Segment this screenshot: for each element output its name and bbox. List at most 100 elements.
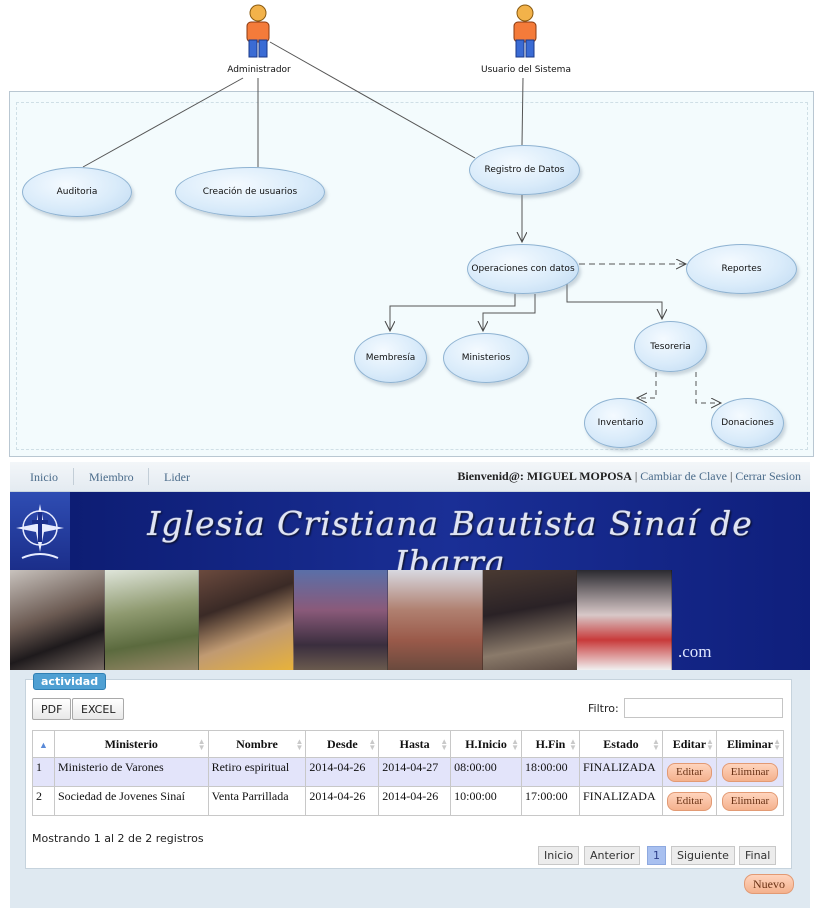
nav-link-inicio[interactable]: Inicio [30,470,58,484]
column-header-ministerio[interactable]: Ministerio▲▼ [53,730,209,758]
collage-photo [199,570,294,670]
table-row: 2 Sociedad de Jovenes Sinaí Venta Parril… [32,786,785,816]
change-password-link[interactable]: Cambiar de Clave [640,469,727,483]
nav-link-lider[interactable]: Lider [164,470,190,484]
column-header-hasta[interactable]: Hasta▲▼ [378,730,452,758]
top-navigation: Inicio Miembro Lider Bienvenid@: MIGUEL … [10,462,810,492]
cell-index: 2 [32,786,55,816]
sort-icon: ▲▼ [511,737,520,752]
usecase-creacion-usuarios: Creación de usuarios [175,167,325,217]
cell-hinicio: 10:00:00 [450,786,523,816]
sort-icon: ▲▼ [706,737,714,752]
cell-hfin: 18:00:00 [521,757,580,787]
cell-hfin: 17:00:00 [521,786,580,816]
usecase-auditoria: Auditoria [22,167,132,217]
column-header-index[interactable]: ▲ [32,730,55,758]
logged-user-name: MIGUEL MOPOSA [526,469,632,483]
welcome-bar: Bienvenid@: MIGUEL MOPOSA | Cambiar de C… [457,469,801,484]
cell-estado: FINALIZADA [578,757,663,787]
collage-photo [10,570,105,670]
usecase-membresia: Membresía [354,333,427,383]
actor-label-administrador: Administrador [227,65,291,75]
usecase-donaciones: Donaciones [711,398,784,448]
church-banner: Iglesia Cristiana Bautista Sinaí de Ibar… [10,492,810,670]
banner-title: Iglesia Cristiana Bautista Sinaí de Ibar… [147,504,753,582]
collage-photo [388,570,483,670]
cell-ministerio: Ministerio de Varones [53,757,209,787]
sort-icon: ▲▼ [652,737,660,752]
pager-last-button[interactable]: Final [739,846,777,865]
cell-ministerio: Sociedad de Jovenes Sinaí [53,786,209,816]
new-activity-button[interactable]: Nuevo [744,874,794,894]
cell-hasta: 2014-04-26 [378,786,452,816]
usecase-operaciones-datos: Operaciones con datos [467,244,579,294]
welcome-prefix: Bienvenid@: [457,469,524,483]
column-header-nombre[interactable]: Nombre▲▼ [207,730,307,758]
cell-index: 1 [32,757,55,787]
column-header-hinicio[interactable]: H.Inicio▲▼ [450,730,523,758]
sort-icon: ▲▼ [295,737,304,752]
table-row: 1 Ministerio de Varones Retiro espiritua… [32,757,785,787]
assoc-admin-registro [269,41,476,159]
edit-button[interactable]: Editar [667,762,712,782]
cell-hasta: 2014-04-27 [378,757,452,787]
column-header-estado[interactable]: Estado▲▼ [578,730,663,758]
filter-input[interactable] [624,698,783,718]
use-case-diagram: Administrador Usuario del Sistema Audito… [9,4,822,462]
cell-nombre: Retiro espiritual [207,757,307,787]
records-info: Mostrando 1 al 2 de 2 registros [32,832,204,845]
delete-button[interactable]: Eliminar [721,762,779,782]
pager-first-button[interactable]: Inicio [538,846,580,865]
collage-photo [293,570,389,670]
person-icon [513,4,537,58]
activity-panel: actividad PDF EXCEL Filtro: ▲ Ministerio… [25,673,792,869]
assoc-admin-auditoria [82,77,244,168]
flow-tesoreria-inventario [637,372,657,398]
delete-button[interactable]: Eliminar [721,791,779,811]
system-boundary [9,91,814,457]
collage-photo [104,570,200,670]
nav-divider [73,468,74,485]
activity-table: ▲ Ministerio▲▼ Nombre▲▼ Desde▲▼ Hasta▲▼ … [32,730,785,816]
cell-edit: Editar [661,786,717,816]
table-header-row: ▲ Ministerio▲▼ Nombre▲▼ Desde▲▼ Hasta▲▼ … [32,730,785,758]
church-web-app: Inicio Miembro Lider Bienvenid@: MIGUEL … [10,462,810,908]
banner-domain-suffix: .com [678,642,712,661]
flow-tesoreria-donaciones [695,372,721,403]
cell-hinicio: 08:00:00 [450,757,523,787]
usecase-reportes: Reportes [686,244,797,294]
sort-icon: ▲▼ [197,737,206,752]
flow-operaciones-ministerios [483,294,536,331]
system-boundary-inner [16,102,808,450]
column-header-editar[interactable]: Editar▲▼ [661,730,717,758]
edit-button[interactable]: Editar [667,791,712,811]
person-icon [246,4,270,58]
usecase-ministerios: Ministerios [443,333,529,383]
pager-page-1-button[interactable]: 1 [647,846,666,865]
separator: | [634,469,638,483]
church-logo [10,492,70,570]
column-header-desde[interactable]: Desde▲▼ [305,730,380,758]
cell-edit: Editar [661,757,717,787]
collage-photo [482,570,578,670]
flow-operaciones-membresia [390,294,516,331]
panel-title: actividad [33,673,107,690]
sort-icon: ▲▼ [440,737,449,752]
cell-desde: 2014-04-26 [305,786,380,816]
cell-desde: 2014-04-26 [305,757,380,787]
logout-link[interactable]: Cerrar Sesion [735,469,801,483]
photo-collage [10,570,673,670]
sort-icon: ▲▼ [773,737,781,752]
column-header-eliminar[interactable]: Eliminar▲▼ [715,730,785,758]
flow-operaciones-tesoreria [566,284,662,319]
diagram-connectors [82,41,822,462]
pager-next-button[interactable]: Siguiente [671,846,735,865]
separator: | [729,469,733,483]
pager-previous-button[interactable]: Anterior [584,846,641,865]
cell-delete: Eliminar [715,786,785,816]
collage-photo [577,570,673,670]
export-pdf-button[interactable]: PDF [32,698,72,720]
nav-link-miembro[interactable]: Miembro [89,470,134,484]
column-header-hfin[interactable]: H.Fin▲▼ [521,730,580,758]
export-excel-button[interactable]: EXCEL [72,698,125,720]
